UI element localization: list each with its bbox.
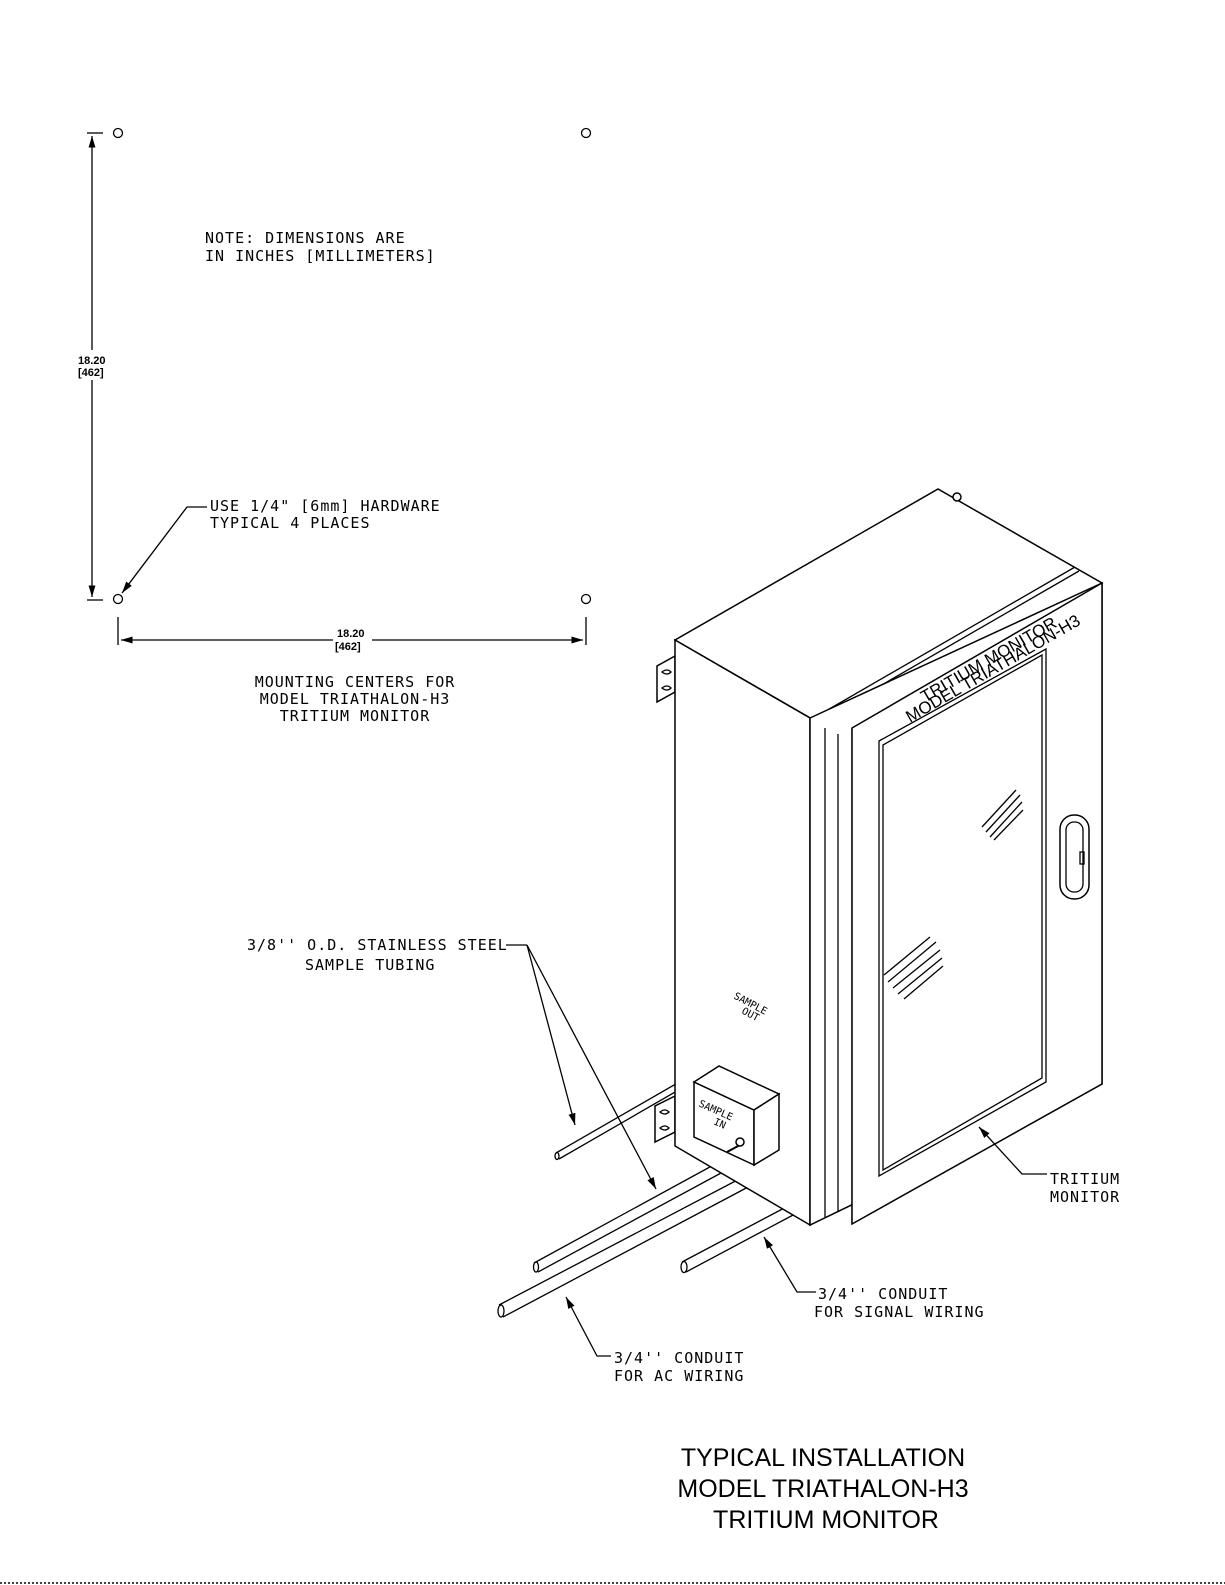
- ac-label-line-1: 3/4'' CONDUIT: [614, 1349, 744, 1367]
- monitor-label-line-1: TRITIUM: [1050, 1170, 1120, 1188]
- mounting-caption-line-2: MODEL TRIATHALON-H3: [260, 690, 451, 708]
- mounting-caption-line-3: TRITIUM MONITOR: [280, 707, 430, 725]
- glass-reflection-upper: [981, 789, 1024, 841]
- signal-label-line-2: FOR SIGNAL WIRING: [814, 1303, 985, 1321]
- sample-in-box: SAMPLE IN: [692, 1065, 781, 1167]
- lower-tubing: [532, 1155, 735, 1273]
- tubing-leader-1: [526, 944, 576, 1126]
- note-line-2: IN INCHES [MILLIMETERS]: [205, 247, 436, 265]
- door-front: [851, 581, 1103, 1226]
- door-window: [878, 647, 1047, 1178]
- ac-conduit: [497, 1175, 751, 1318]
- monitor-leader: [978, 1126, 1047, 1175]
- glass-reflection-lower: [883, 936, 944, 1000]
- drawing-title: TYPICAL INSTALLATION MODEL TRIATHALON-H3…: [677, 1444, 968, 1534]
- mounting-centers: 18.20 [462] 18.20 [462] NOTE: DIMENSIONS…: [78, 127, 592, 725]
- door-latch: [1059, 814, 1090, 900]
- mounting-hole-bottom-right: [580, 593, 592, 605]
- monitor-label-line-2: MONITOR: [1050, 1188, 1120, 1206]
- signal-conduit-leader: [763, 1236, 816, 1293]
- tubing-leader-2: [526, 944, 657, 1190]
- ac-label-line-2: FOR AC WIRING: [614, 1367, 744, 1385]
- hardware-leader: [121, 506, 207, 594]
- vertical-dimension: 18.20 [462]: [78, 132, 106, 601]
- horizontal-dimension-value: 18.20: [337, 628, 365, 640]
- horizontal-dimension: 18.20 [462]: [117, 617, 587, 653]
- tubing-label-line-1: 3/8'' O.D. STAINLESS STEEL: [247, 936, 508, 954]
- mounting-bracket-top: [656, 654, 676, 704]
- mounting-bracket-bottom: [654, 1094, 676, 1144]
- signal-conduit: [680, 1204, 796, 1274]
- tubing-label-line-2: SAMPLE TUBING: [305, 956, 435, 974]
- hardware-line-2: TYPICAL 4 PLACES: [210, 514, 371, 532]
- horizontal-dimension-mm: [462]: [335, 641, 361, 653]
- note-line-1: NOTE: DIMENSIONS ARE: [205, 229, 406, 247]
- signal-label-line-1: 3/4'' CONDUIT: [818, 1285, 948, 1303]
- mounting-hole-top-left: [112, 127, 124, 139]
- mounting-caption-line-1: MOUNTING CENTERS FOR: [255, 673, 456, 691]
- tritium-monitor-enclosure: TRITIUM MONITOR MODEL TRIATHALON-H3 SAMP…: [654, 488, 1104, 1227]
- callouts: 3/8'' O.D. STAINLESS STEEL SAMPLE TUBING…: [247, 936, 1120, 1385]
- vertical-dimension-mm: [462]: [78, 367, 104, 379]
- title-line-3: TRITIUM MONITOR: [713, 1506, 939, 1534]
- title-line-1: TYPICAL INSTALLATION: [681, 1444, 965, 1472]
- mounting-hole-bottom-left: [112, 593, 124, 605]
- ac-conduit-leader: [565, 1296, 611, 1357]
- mounting-hole-top-right: [580, 127, 592, 139]
- title-line-2: MODEL TRIATHALON-H3: [677, 1475, 968, 1503]
- hardware-line-1: USE 1/4" [6mm] HARDWARE: [210, 497, 441, 515]
- sample-in-label-line-2: IN: [712, 1117, 727, 1132]
- vertical-dimension-value: 18.20: [78, 355, 106, 367]
